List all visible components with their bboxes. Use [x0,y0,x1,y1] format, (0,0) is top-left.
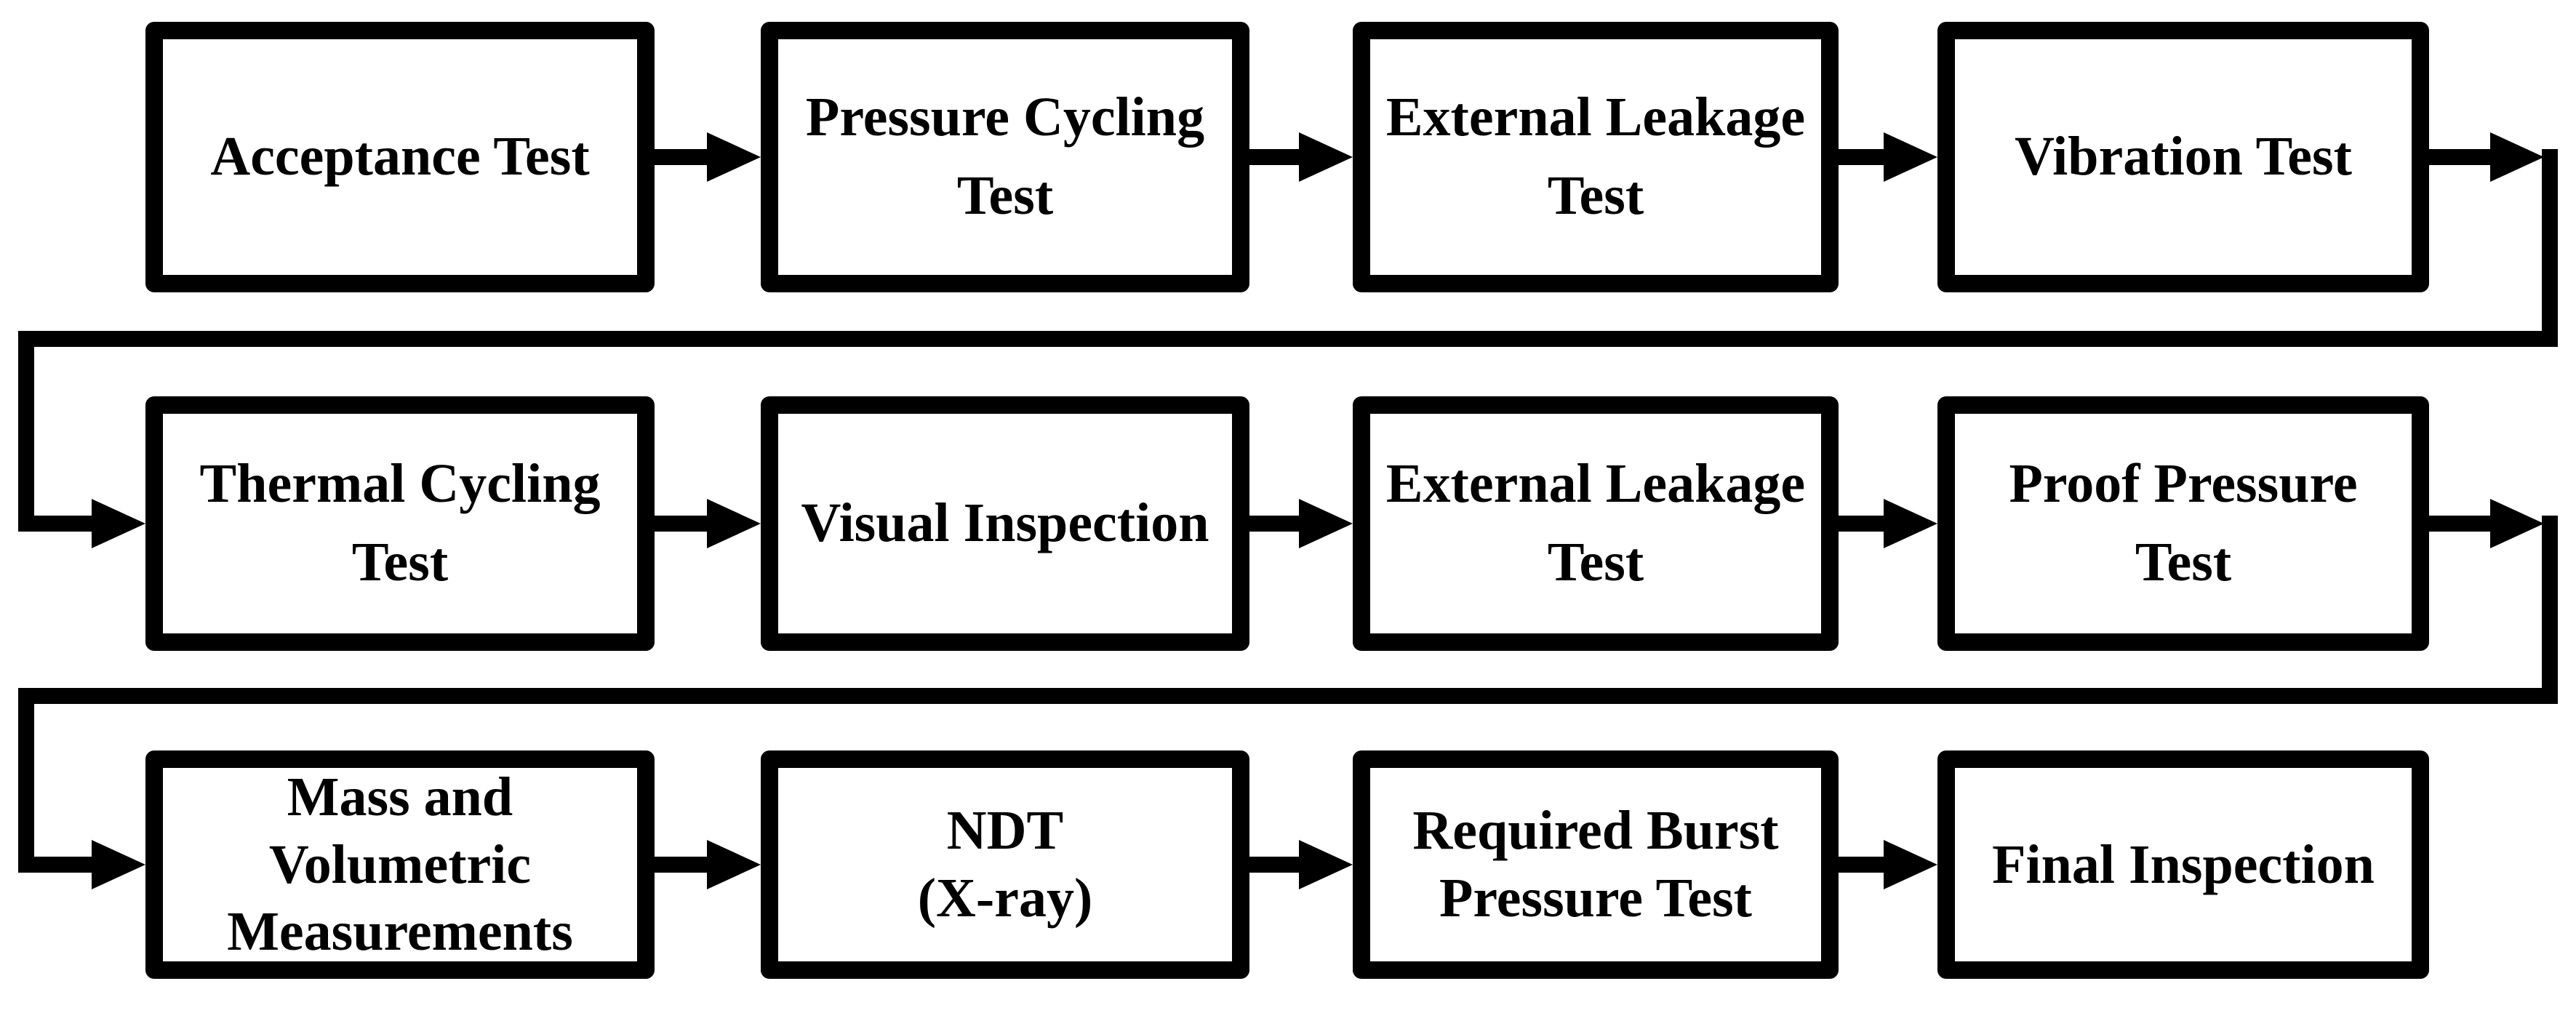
flow-step-visual-inspection: Visual Inspection [761,396,1249,651]
flow-step-label: NDT (X-ray) [917,800,1093,929]
flow-arrow-right [655,132,761,182]
flow-arrow-right [655,840,761,889]
arrow-shaft [655,149,714,165]
arrow-shaft [1839,149,1891,165]
connector-row3-left-vertical [18,688,34,873]
flow-step-label: Proof Pressure Test [2009,453,2358,593]
arrow-head-icon [1299,840,1353,889]
connector-row2-row3-horizontal [18,688,2558,704]
flow-step-mass-volumetric-measurements: Mass and Volumetric Measurements [145,750,655,979]
flow-step-label: Vibration Test [2015,126,2352,188]
flow-step-label: Mass and Volumetric Measurements [227,766,573,963]
arrow-head-icon [92,840,145,889]
arrow-shaft [655,516,714,532]
flow-step-label: Pressure Cycling Test [805,87,1205,226]
flow-step-proof-pressure-test: Proof Pressure Test [1937,396,2429,651]
flow-arrow-right [1249,499,1353,548]
flow-step-label: Required Burst Pressure Test [1412,800,1779,929]
arrow-head-icon [1299,499,1353,548]
arrow-head-icon [707,499,761,548]
arrow-head-icon [1884,132,1937,182]
connector-row1-row2-horizontal [18,331,2558,347]
flow-step-label: External Leakage Test [1385,87,1806,226]
arrow-head-icon [2490,499,2544,548]
flow-step-label: Acceptance Test [210,126,590,188]
flow-step-external-leakage-test-2: External Leakage Test [1353,396,1839,651]
connector-row1-right-vertical [2542,149,2558,347]
arrow-head-icon [2490,132,2544,182]
flow-step-label: Thermal Cycling Test [199,453,601,593]
arrow-shaft [1249,516,1306,532]
flow-step-label: Visual Inspection [801,492,1209,554]
arrow-shaft [1249,149,1306,165]
arrow-head-icon [707,840,761,889]
arrow-head-icon [707,132,761,182]
flow-arrow-row2-entry [18,499,145,548]
arrow-shaft [18,516,99,532]
arrow-head-icon [1884,499,1937,548]
arrow-shaft [655,857,714,873]
flow-arrow-right [1249,840,1353,889]
arrow-shaft [1839,857,1891,873]
flow-arrow-row2-exit [2429,499,2544,548]
flow-step-required-burst-pressure-test: Required Burst Pressure Test [1353,750,1839,979]
flow-step-acceptance-test: Acceptance Test [145,22,655,292]
connector-row2-left-vertical [18,331,34,532]
flow-arrow-right [1839,499,1937,548]
arrow-head-icon [1299,132,1353,182]
flow-step-vibration-test: Vibration Test [1937,22,2429,292]
arrow-shaft [18,857,99,873]
arrow-shaft [2429,516,2497,532]
arrow-shaft [2429,149,2497,165]
arrow-head-icon [1884,840,1937,889]
flow-arrow-row3-entry [18,840,145,889]
flow-arrow-right [1839,840,1937,889]
flow-step-final-inspection: Final Inspection [1937,750,2429,979]
connector-row2-right-vertical [2542,516,2558,704]
flow-step-external-leakage-test-1: External Leakage Test [1353,22,1839,292]
flow-arrow-right [1249,132,1353,182]
arrow-shaft [1249,857,1306,873]
flow-step-pressure-cycling-test: Pressure Cycling Test [761,22,1249,292]
flow-step-label: External Leakage Test [1385,453,1806,593]
flow-step-ndt-xray: NDT (X-ray) [761,750,1249,979]
arrow-shaft [1839,516,1891,532]
flow-step-thermal-cycling-test: Thermal Cycling Test [145,396,655,651]
flow-arrow-right [1839,132,1937,182]
flow-step-label: Final Inspection [1992,833,2375,895]
flow-arrow-right [655,499,761,548]
flow-arrow-row1-exit [2429,132,2544,182]
arrow-head-icon [92,499,145,548]
